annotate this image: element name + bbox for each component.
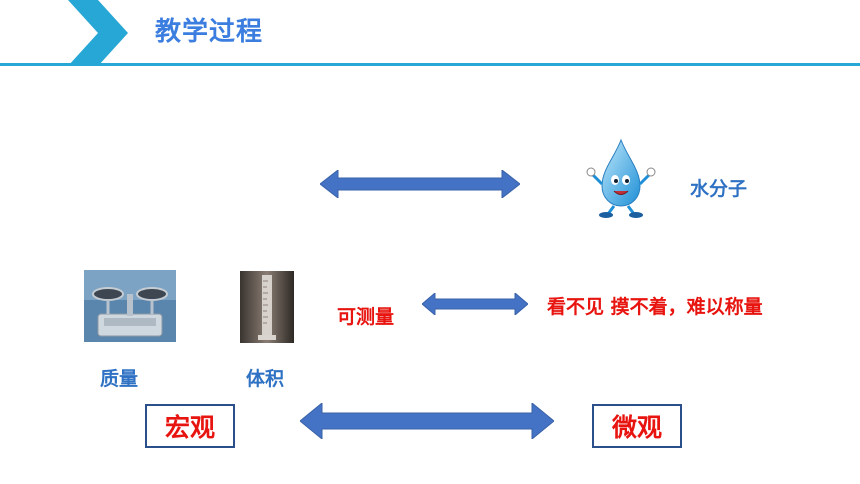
top-double-arrow-icon [320,170,520,198]
middle-double-arrow-icon [422,293,528,315]
balance-scale-photo [84,270,176,342]
micro-box: 微观 [592,404,682,448]
macro-box: 宏观 [145,404,235,448]
bottom-double-arrow-icon [300,403,554,439]
page-title: 教学过程 [155,17,264,47]
header-divider [0,63,860,66]
volume-label: 体积 [246,368,285,390]
water-drop-character-icon [586,138,656,218]
measurable-label: 可测量 [337,306,395,328]
graduated-cylinder-photo [240,271,294,343]
molecule-label: 水分子 [690,178,748,200]
mass-label: 质量 [100,368,139,390]
invisible-label: 看不见 摸不着，难以称量 [547,296,763,318]
header-chevron-icon [68,0,128,66]
